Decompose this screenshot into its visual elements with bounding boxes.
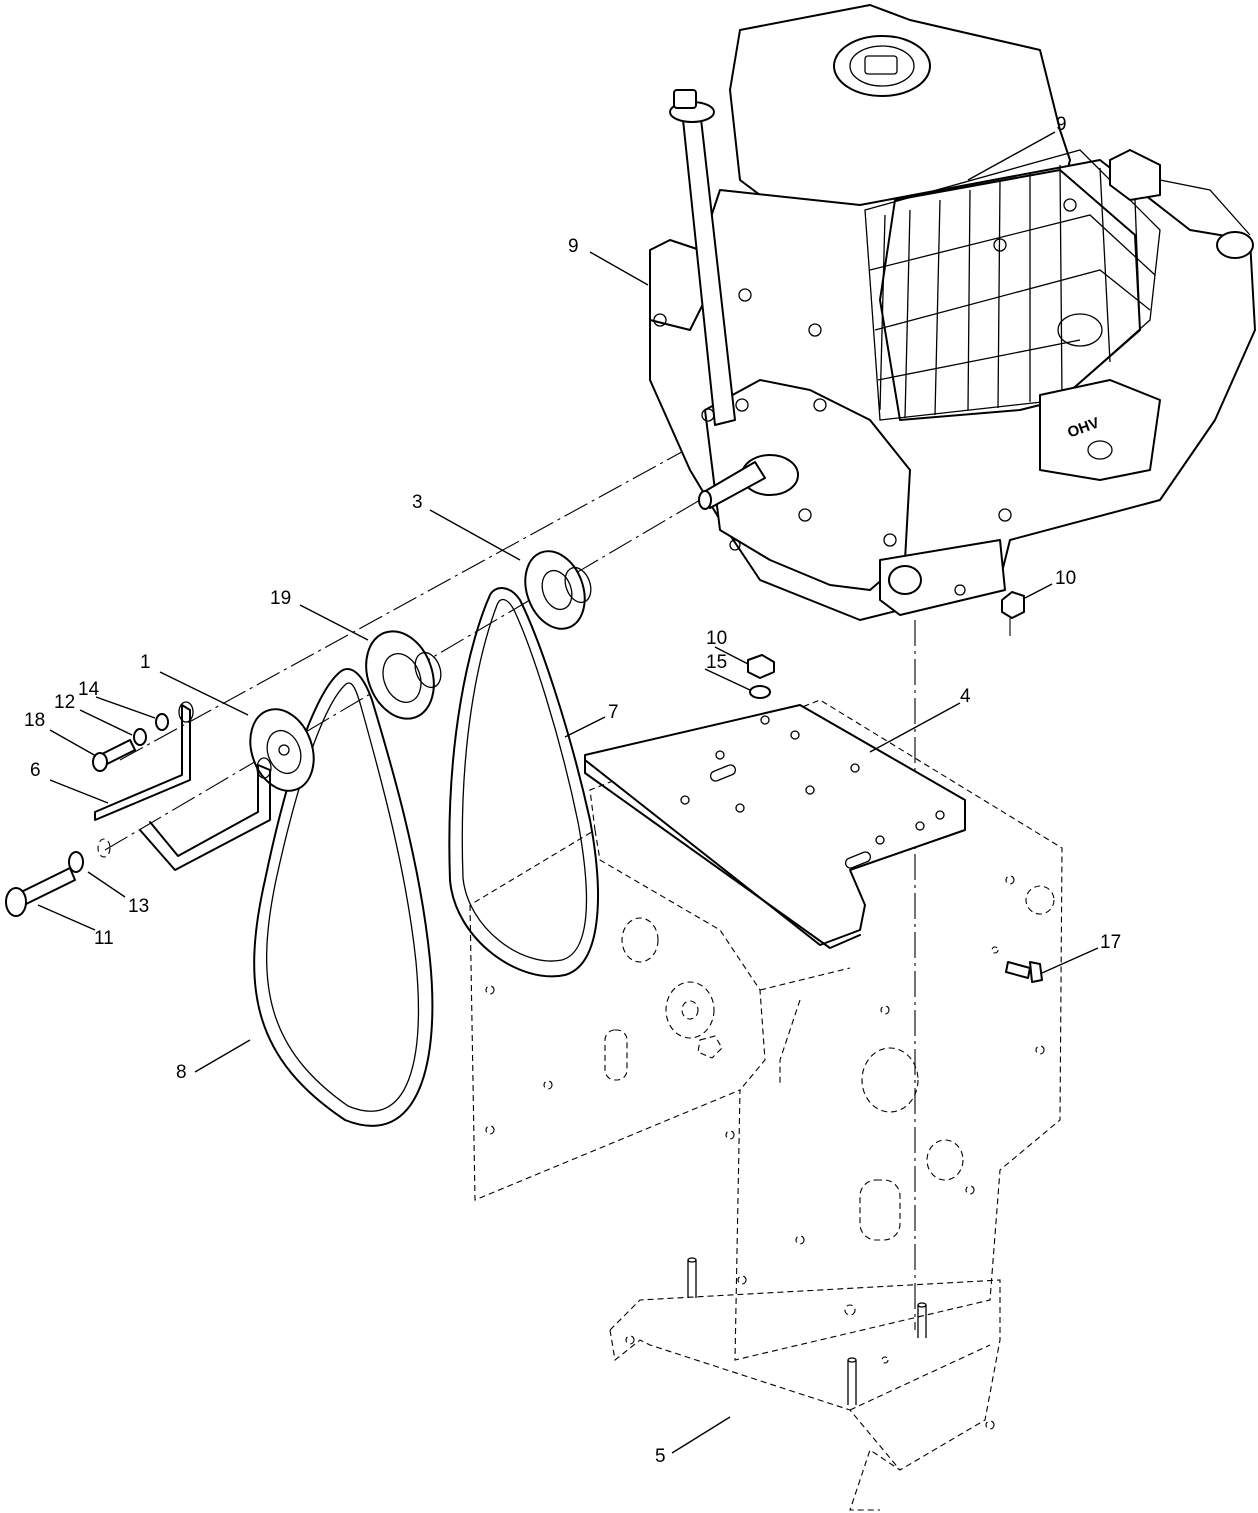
callout-17: 17 [1100,932,1121,953]
part-12-lockwasher [133,728,147,746]
callout-11: 11 [94,928,114,949]
callout-7: 7 [608,702,619,723]
part-18-bolt [92,739,136,772]
callout-9-left: 9 [568,236,579,257]
part-13-washer [68,851,84,873]
part-19-pulley [365,630,442,720]
part-6-idler-bracket [94,701,272,871]
part-14-washer [155,713,169,731]
part-1-idler-pulley [249,708,315,792]
part-5-mounting-bracket [609,1257,1001,1511]
callout-10-upper: 10 [1055,568,1076,589]
part-3-engine-pulley [524,550,592,630]
callout-19: 19 [270,588,291,609]
chassis-frame [469,699,1063,1361]
part-17-bolt [1005,961,1043,983]
part-15-washer [749,685,771,699]
callout-15: 15 [706,652,727,673]
callout-4: 4 [960,686,971,707]
part-10-nut-lower [747,654,775,679]
callout-8: 8 [176,1062,187,1083]
callout-6: 6 [30,760,41,781]
part-4-engine-mount-plate [584,704,966,949]
callout-12: 12 [54,692,75,713]
callout-14: 14 [78,679,100,700]
callout-leaders [37,131,1099,1454]
part-10-nut-upper [1001,591,1025,619]
callout-9-right: 9 [1056,114,1067,135]
engine: OHV [649,4,1256,621]
callout-3: 3 [412,492,423,513]
part-7-drive-belt [448,587,599,978]
callout-10-lower: 10 [706,628,727,649]
hardware [5,591,1043,983]
callout-labels: 9 9 3 19 1 14 12 18 6 13 11 7 10 10 15 4… [24,114,1121,1467]
part-11-bolt [5,867,76,917]
crankshaft [698,454,799,510]
callout-18: 18 [24,710,45,731]
callout-13: 13 [128,896,149,917]
callout-1: 1 [140,652,151,673]
muffler-guard-cage [864,149,1161,421]
callout-5: 5 [655,1446,666,1467]
part-8-auger-belt [253,668,434,1127]
